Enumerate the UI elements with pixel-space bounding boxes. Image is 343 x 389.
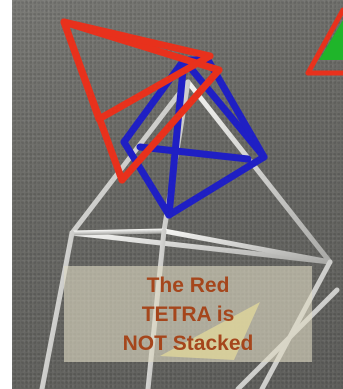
caption-box: The Red TETRA is NOT Stacked <box>64 266 312 362</box>
green-tetrahedron <box>308 10 343 73</box>
caption-line-3: NOT Stacked <box>123 329 254 358</box>
caption-line-2: TETRA is <box>142 300 235 329</box>
caption-line-1: The Red <box>147 271 230 300</box>
scene: The Red TETRA is NOT Stacked <box>12 0 343 389</box>
